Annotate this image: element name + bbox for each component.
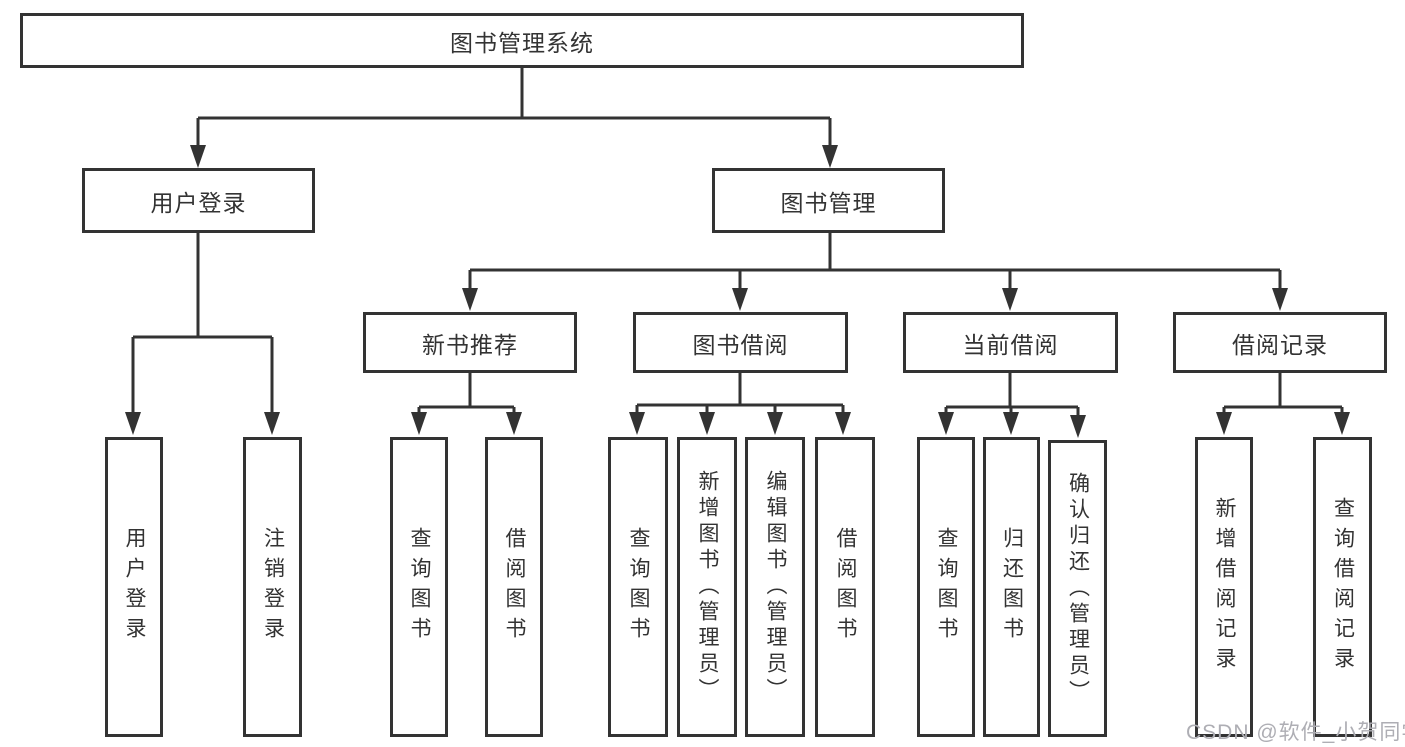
leaf-edit-book-admin-label: 编辑图书（管理员） xyxy=(764,470,787,704)
leaf-logout-label: 注销登录 xyxy=(261,527,285,647)
leaf-query-borrow-record: 查询借阅记录 xyxy=(1313,437,1372,737)
node-user-login-label: 用户登录 xyxy=(150,189,247,216)
leaf-return-book: 归还图书 xyxy=(983,437,1040,737)
node-book-management: 图书管理 xyxy=(712,168,945,233)
connector-newbookrec-to-children xyxy=(411,373,522,435)
connector-currentborrow-to-children xyxy=(938,373,1086,438)
leaf-confirm-return-admin-label: 确认归还（管理员） xyxy=(1066,471,1090,706)
leaf-add-book-admin-label: 新增图书（管理员） xyxy=(696,470,719,704)
leaf-return-book-label: 归还图书 xyxy=(1000,527,1024,647)
node-book-management-label: 图书管理 xyxy=(780,189,877,216)
csdn-watermark: CSDN @软件_小贺同学 xyxy=(1186,721,1405,744)
connector-bookmgmt-to-level3 xyxy=(462,233,1288,311)
leaf-query-books-current: 查询图书 xyxy=(917,437,975,737)
leaf-user-login-label: 用户登录 xyxy=(123,527,146,647)
leaf-borrow-books-newrec: 借阅图书 xyxy=(485,437,543,737)
node-borrowing-records: 借阅记录 xyxy=(1173,312,1387,373)
node-current-borrowing-label: 当前借阅 xyxy=(962,331,1059,358)
leaf-borrow-books-borrowing: 借阅图书 xyxy=(815,437,875,737)
leaf-query-borrow-record-label: 查询借阅记录 xyxy=(1331,497,1355,677)
connector-root-to-level2 xyxy=(190,66,838,168)
node-book-borrowing-label: 图书借阅 xyxy=(692,331,789,358)
leaf-add-borrow-record: 新增借阅记录 xyxy=(1195,437,1253,737)
node-new-book-recommend-label: 新书推荐 xyxy=(422,331,518,358)
node-user-login: 用户登录 xyxy=(82,168,315,233)
connector-borrowrecords-to-children xyxy=(1216,373,1350,435)
leaf-add-book-admin: 新增图书（管理员） xyxy=(677,437,737,737)
leaf-edit-book-admin: 编辑图书（管理员） xyxy=(745,437,805,737)
leaf-confirm-return-admin: 确认归还（管理员） xyxy=(1048,440,1107,737)
connector-bookborrow-to-children xyxy=(629,373,851,435)
node-current-borrowing: 当前借阅 xyxy=(903,312,1118,373)
leaf-add-borrow-record-label: 新增借阅记录 xyxy=(1213,497,1236,677)
leaf-borrow-books-borrowing-label: 借阅图书 xyxy=(834,527,857,647)
node-root-label: 图书管理系统 xyxy=(450,29,594,56)
leaf-query-books-borrowing-label: 查询图书 xyxy=(627,527,650,647)
leaf-query-books-newrec: 查询图书 xyxy=(390,437,448,737)
node-book-borrowing: 图书借阅 xyxy=(633,312,848,373)
leaf-user-login: 用户登录 xyxy=(105,437,163,737)
leaf-borrow-books-newrec-label: 借阅图书 xyxy=(503,527,526,647)
leaf-logout: 注销登录 xyxy=(243,437,302,737)
leaf-query-books-newrec-label: 查询图书 xyxy=(408,527,431,647)
node-borrowing-records-label: 借阅记录 xyxy=(1232,331,1328,358)
leaf-query-books-borrowing: 查询图书 xyxy=(608,437,668,737)
node-root: 图书管理系统 xyxy=(20,13,1024,68)
connector-userlogin-to-children xyxy=(125,232,280,435)
node-new-book-recommend: 新书推荐 xyxy=(363,312,577,373)
leaf-query-books-current-label: 查询图书 xyxy=(935,527,958,647)
